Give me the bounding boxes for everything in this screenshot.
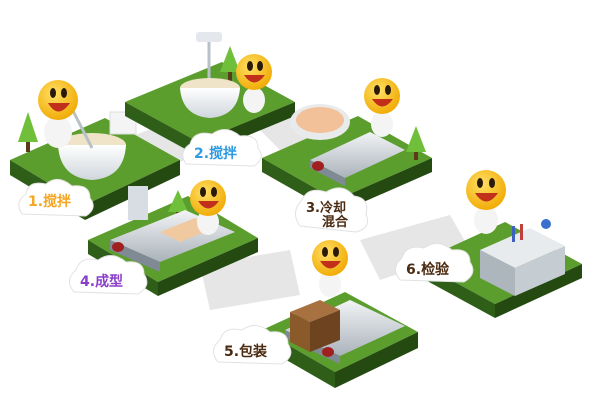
platform-4 [88,180,258,296]
step-label-4: 4.成型 [69,255,148,295]
step-label-1: 1.搅拌 [18,179,94,217]
step-4-number: 4. [80,274,95,290]
cloud-label-icon [395,243,474,283]
step-3-number: 3. [306,201,320,216]
mascot-icon [364,78,400,137]
step-5-number: 5. [224,344,239,360]
step-label-6: 6.检验 [395,243,474,283]
step-1-label: 搅拌 [43,193,71,210]
tree-icon [406,126,426,160]
step-label-5: 5.包装 [213,325,292,365]
platform-6 [418,170,582,318]
step-2-number: 2. [194,146,209,162]
mixing-bowl-icon [180,32,240,118]
conveyor-icon [310,132,405,186]
tree-icon [220,46,240,82]
mascot-icon [312,240,348,297]
step-4-label: 成型 [95,273,123,290]
svg-text:1.搅拌: 1.搅拌 [28,193,71,210]
cardboard-box-icon [290,300,340,352]
step-3-label-line2: 混合 [322,214,349,230]
cloud-label-icon [182,129,262,167]
svg-text:6.检验: 6.检验 [406,261,450,278]
lab-equipment-icon [480,219,565,296]
svg-text:5.包装: 5.包装 [224,343,268,360]
mascot-icon [236,54,272,113]
step-6-number: 6. [406,262,421,278]
svg-text:3.冷却: 3.冷却 [306,200,346,216]
step-label-2: 2.搅拌 [182,129,262,167]
step-1-number: 1. [28,194,43,210]
step-2-label: 搅拌 [209,145,237,162]
mixing-bowl-icon [290,104,350,140]
step-6-label: 检验 [421,261,450,278]
tree-icon [18,112,38,152]
step-label-3: 3.冷却 混合 [295,187,369,233]
platform-1 [10,80,180,220]
step-3-label: 冷却 [320,200,346,216]
step-5-label: 包装 [239,343,268,360]
svg-text:4.成型: 4.成型 [80,273,123,290]
mascot-icon [466,170,506,234]
cloud-label-icon [18,179,94,217]
cloud-label-icon [295,187,369,233]
mascot-icon [38,80,78,148]
svg-text:2.搅拌: 2.搅拌 [194,145,237,162]
cloud-label-icon [69,255,148,295]
mascot-icon [190,180,226,235]
cloud-label-icon [213,325,292,365]
